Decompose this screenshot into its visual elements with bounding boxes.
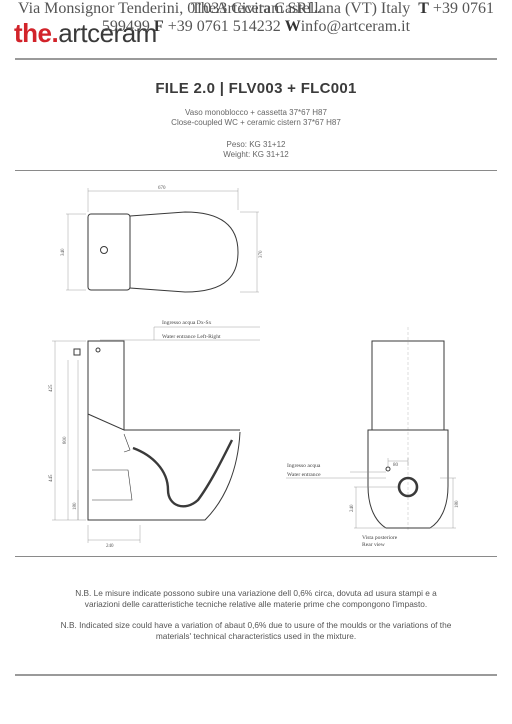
footer-web-label: W	[284, 18, 301, 35]
desc-it: Vaso monoblocco + cassetta 37*67 H87	[185, 108, 327, 117]
side-water-fitting	[73, 348, 81, 356]
dim-top-width: 670	[158, 186, 166, 191]
side-trap	[132, 439, 234, 508]
top-cistern	[87, 213, 131, 291]
dim-top-left: 340	[61, 248, 66, 256]
top-bowl	[129, 211, 239, 293]
rear-label-it: Ingresso acqua	[287, 463, 321, 469]
footer-tel-label: T	[418, 0, 429, 17]
top-view	[66, 188, 259, 293]
rear-label-en: Water entrance	[287, 472, 321, 478]
footer-rule	[15, 674, 497, 676]
rear-water-hole	[385, 466, 391, 472]
dim-side-240: 240	[106, 544, 114, 549]
rear-caption-en: Rear view	[362, 542, 386, 548]
rear-outlet	[397, 476, 419, 498]
footer-contact: Via Monsignor Tenderini, 01033 Civita Ca…	[0, 0, 512, 36]
weight-it: Peso: KG 31+12	[226, 140, 286, 149]
top-water-hole	[100, 246, 108, 254]
footer-fax: +39 0761 514232	[167, 18, 281, 35]
dim-side-800: 800	[63, 436, 68, 444]
technical-drawing: 670 340 370	[49, 186, 460, 549]
dim-rear-180: 180	[455, 500, 460, 508]
side-label-it: Ingresso acqua Dx-Sx	[162, 320, 212, 326]
side-cistern	[87, 340, 125, 431]
rear-caption-it: Vista posteriore	[362, 535, 398, 541]
brand-logo: the.artceram	[14, 18, 157, 49]
note-en: N.B. Indicated size could have a variati…	[60, 620, 452, 641]
note-it: N.B. Le misure indicate possono subire u…	[75, 588, 437, 609]
footer-email[interactable]: info@artceram.it	[300, 18, 411, 35]
dim-side-425: 425	[49, 384, 54, 392]
product-title: FILE 2.0 | FLV003 + FLC001	[155, 80, 357, 97]
weight-en: Weight: KG 31+12	[223, 150, 289, 159]
section-rule-bottom	[15, 556, 497, 557]
side-outlet	[92, 469, 133, 501]
dim-top-right: 370	[259, 250, 264, 258]
dim-side-180: 180	[73, 502, 78, 510]
side-label-en: Water entrance Left-Right	[162, 333, 221, 340]
logo-the: the.	[14, 18, 59, 48]
section-rule-top	[15, 170, 497, 171]
desc-en: Close-coupled WC + ceramic cistern 37*67…	[171, 118, 341, 127]
footer-tel: +39 0761 599499	[101, 0, 494, 35]
side-view	[52, 326, 260, 543]
footer-address: Via Monsignor Tenderini, 01033 Civita Ca…	[18, 0, 411, 17]
header-rule	[15, 58, 497, 60]
dim-side-445: 445	[49, 474, 54, 482]
footer-fax-label: F	[153, 18, 164, 35]
side-bowl-outer	[87, 414, 241, 521]
dim-rear-240: 240	[350, 504, 355, 512]
dim-rear-80: 80	[393, 463, 399, 468]
rear-view	[286, 327, 456, 530]
logo-brand: artceram	[58, 18, 157, 48]
footer-company: TheArteceram SRL.	[191, 0, 321, 17]
